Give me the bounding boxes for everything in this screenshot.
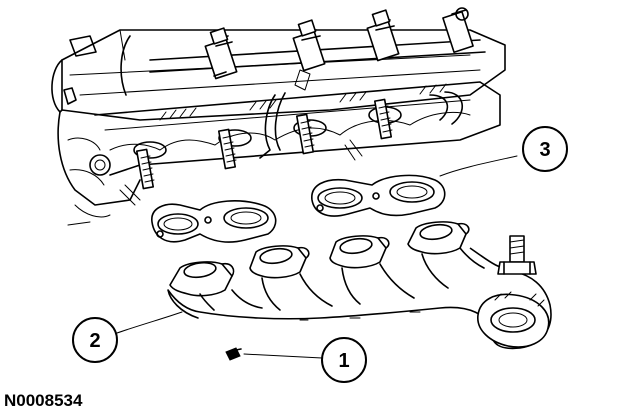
callout-3: 3 <box>522 126 568 172</box>
outlet-stud <box>497 235 537 275</box>
exhaust-manifold <box>167 221 552 350</box>
head-studs <box>135 98 393 190</box>
callout-2: 2 <box>72 317 118 363</box>
gasket-left <box>151 200 277 243</box>
callout-3-label: 3 <box>539 139 550 161</box>
injector-1 <box>204 27 238 80</box>
stud <box>225 347 242 361</box>
gasket-right <box>311 174 446 217</box>
reference-number: N0008534 <box>4 391 83 410</box>
leader-lines <box>116 155 518 359</box>
callout-1: 1 <box>321 337 367 383</box>
injector-4 <box>442 7 474 54</box>
injector-3 <box>366 9 400 62</box>
callout-2-label: 2 <box>89 330 100 352</box>
callout-1-label: 1 <box>338 350 349 372</box>
injector-2 <box>292 19 326 72</box>
cylinder-head <box>51 7 506 226</box>
